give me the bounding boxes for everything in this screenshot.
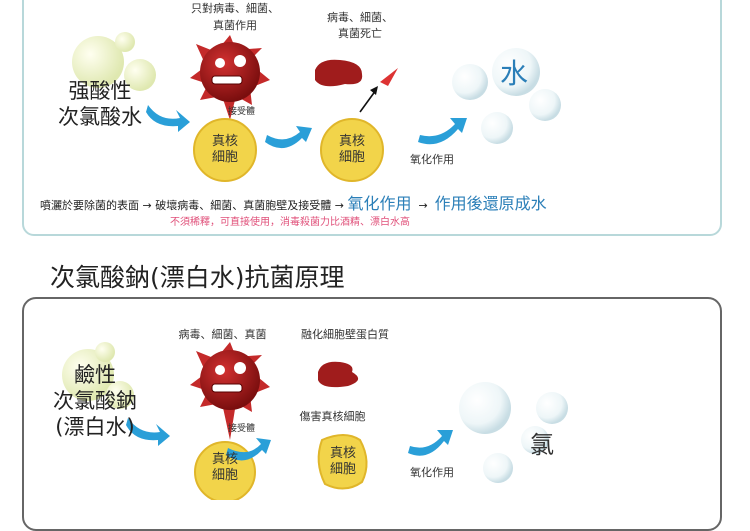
cell-label: 真核細胞 <box>211 452 238 483</box>
chlorine-label: 氯 <box>530 431 554 459</box>
spike-fragment-icon <box>380 68 398 86</box>
water-label: 水 <box>500 57 529 90</box>
yellow-bubbles-icon <box>62 342 134 409</box>
blue-arrow-icon <box>265 126 312 149</box>
blue-arrow-icon <box>226 438 271 461</box>
arrow-icon: → <box>334 199 344 212</box>
alkaline-agent-label: 鹼性次氯酸鈉(漂白水) <box>53 363 137 439</box>
virus-caption: 只對病毒、細菌、真菌作用 <box>191 2 279 32</box>
blue-arrow-icon <box>418 118 467 145</box>
diagram-graphics <box>62 32 568 500</box>
cell-label: 真核細胞 <box>211 134 238 165</box>
melted-protein-blob-icon <box>318 361 359 388</box>
process-step-destroy: 破壞病毒、細菌、真菌胞壁及接受體 <box>155 199 332 212</box>
damage-caption: 傷害真核細胞 <box>299 410 366 423</box>
blue-arrow-icon <box>408 430 453 456</box>
acid-agent-label: 强酸性次氯酸水 <box>58 79 142 129</box>
melt-caption: 融化細胞壁蛋白質 <box>301 328 389 341</box>
process-step-oxidize: 氧化作用 <box>347 194 412 213</box>
virus-caption: 病毒、細菌、真菌 <box>178 328 267 341</box>
cell-icon <box>320 118 384 182</box>
yellow-bubbles-icon <box>72 32 156 91</box>
oxidation-label: 氧化作用 <box>410 153 454 166</box>
section-title: 次氯酸鈉(漂白水)抗菌原理 <box>50 263 345 292</box>
dead-caption: 病毒、細菌、真菌死亡 <box>327 11 393 40</box>
arrow-icon: → <box>142 199 152 212</box>
process-step-spray: 噴灑於要除菌的表面 <box>40 199 139 212</box>
virus-icon <box>190 342 270 440</box>
process-step-water: 作用後還原成水 <box>434 194 547 213</box>
water-bubbles-icon <box>452 48 561 144</box>
receptor-label: 接受體 <box>228 107 256 117</box>
cell-label: 真核細胞 <box>338 134 365 165</box>
virus-icon <box>190 35 270 120</box>
cell-label: 真核細胞 <box>329 446 356 477</box>
oxidation-label: 氧化作用 <box>410 466 454 479</box>
dead-virus-blob-icon <box>315 59 363 87</box>
process-line: 噴灑於要除菌的表面 → 破壞病毒、細菌、真菌胞壁及接受體 → 氧化作用 → 作用… <box>40 190 547 214</box>
up-arrow-icon <box>359 89 377 113</box>
arrow-icon: → <box>418 199 428 212</box>
usage-note: 不須稀釋，可直接使用，消毒殺菌力比酒精、漂白水高 <box>170 217 410 228</box>
chlorine-bubbles-icon <box>459 382 568 483</box>
blue-arrow-icon <box>146 105 190 132</box>
cell-icon <box>193 118 257 182</box>
blue-arrow-icon <box>126 418 170 446</box>
damaged-cell-icon <box>317 434 368 490</box>
receptor-label: 接受體 <box>228 424 256 434</box>
hypochlorous-acid-panel <box>22 0 722 236</box>
